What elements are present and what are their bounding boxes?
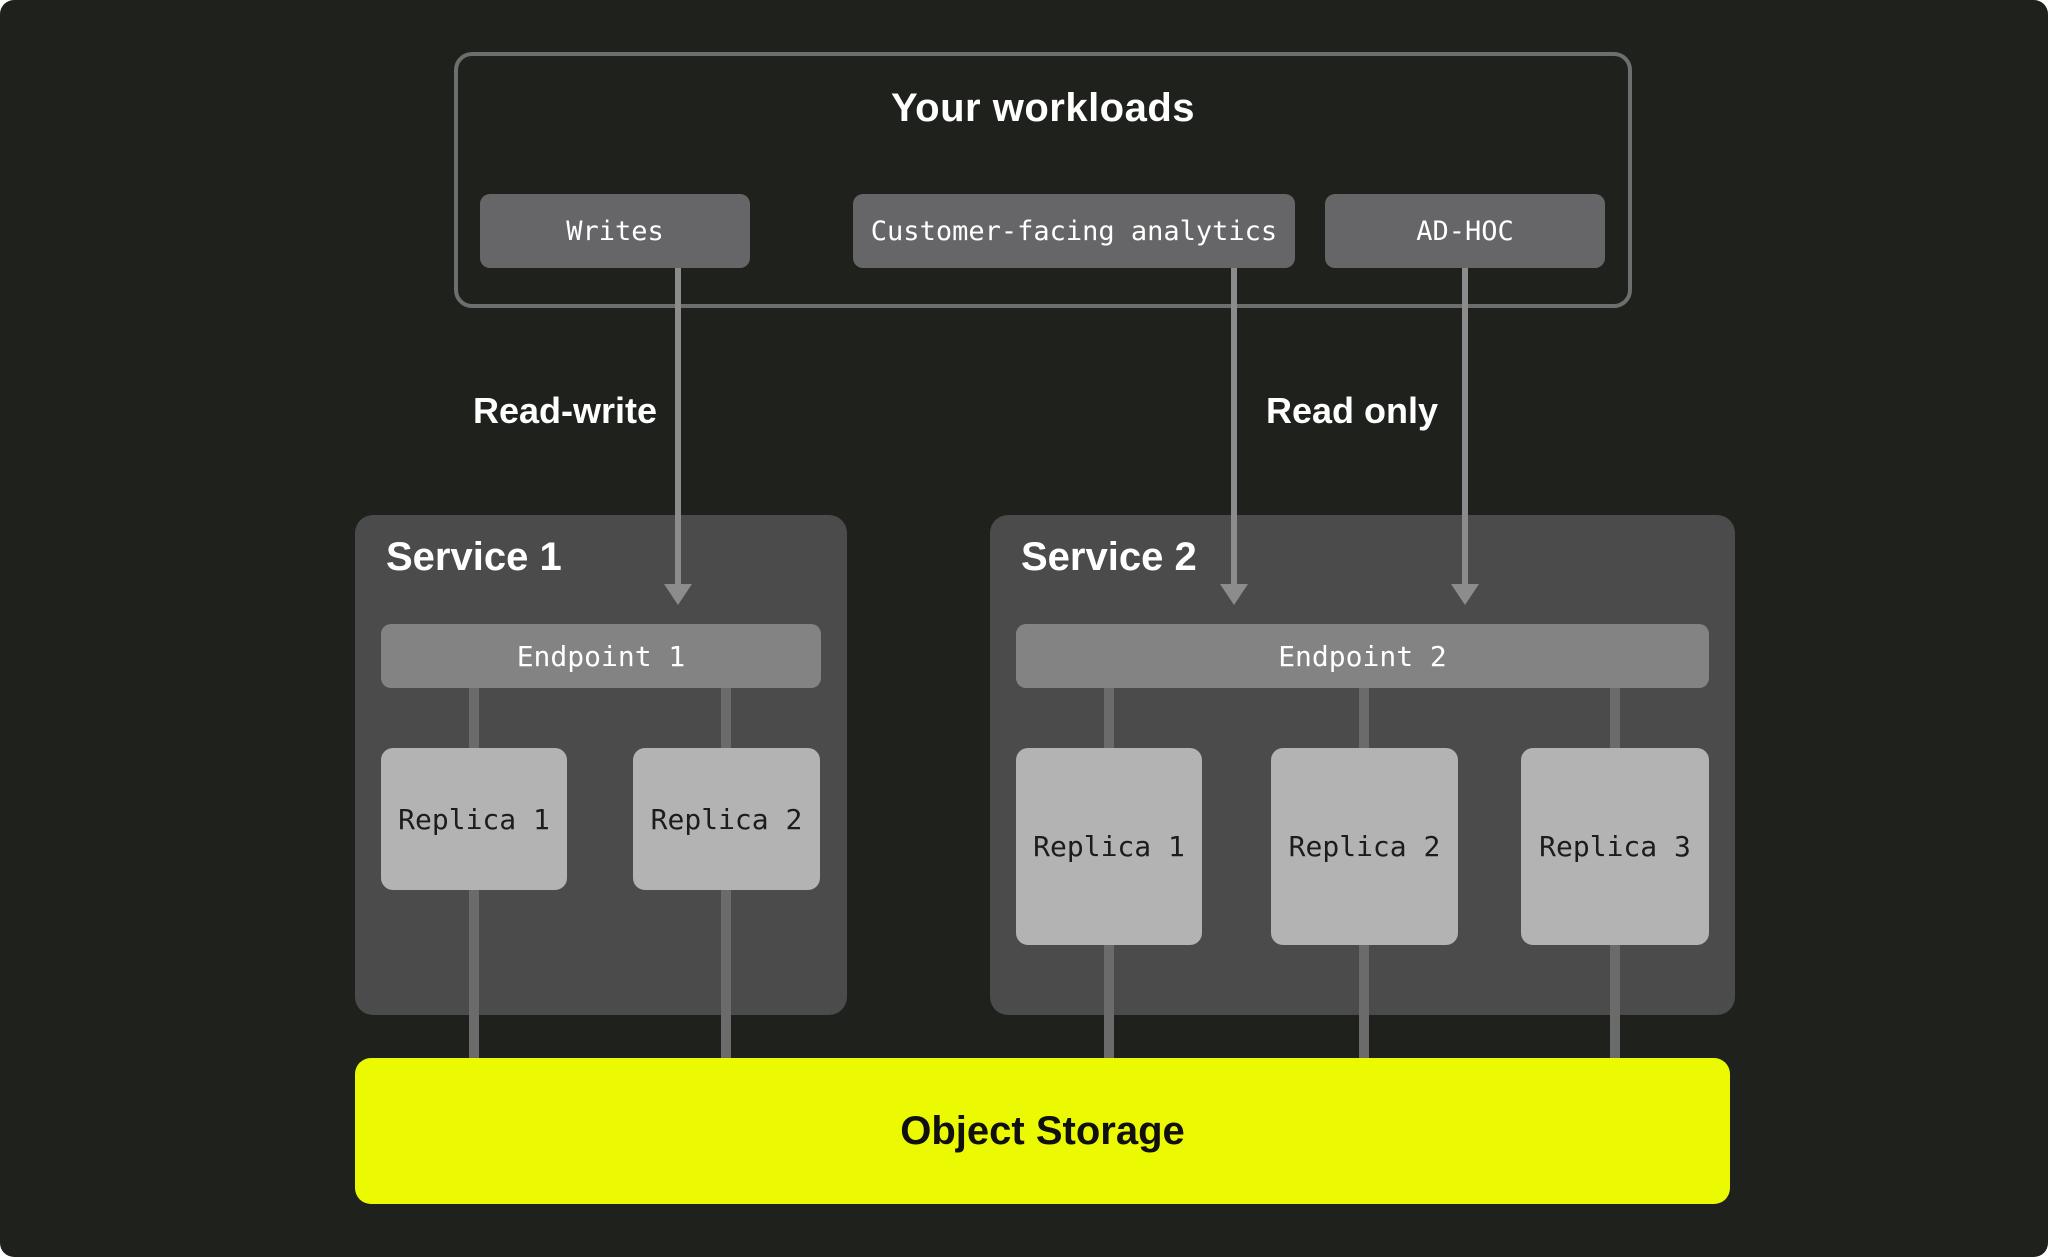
workload-chip-analytics-label: Customer-facing analytics — [870, 215, 1278, 247]
connector-endpoint2-replica3 — [1610, 688, 1620, 748]
read-write-label: Read-write — [472, 390, 657, 431]
service-2-replica-1: Replica 1 — [1016, 748, 1202, 945]
service-1-replica-2-label: Replica 2 — [650, 802, 803, 836]
connector-s2-replica3-storage — [1610, 945, 1620, 1058]
service-1-replica-1-label: Replica 1 — [398, 802, 550, 836]
endpoint-2-label: Endpoint 2 — [1278, 639, 1447, 673]
service-2-replica-3: Replica 3 — [1521, 748, 1709, 945]
connector-endpoint2-replica1 — [1104, 688, 1114, 748]
service-1-replica-2: Replica 2 — [633, 748, 820, 890]
workload-chip-customer-facing-analytics: Customer-facing analytics — [853, 194, 1295, 268]
workload-chip-writes: Writes — [480, 194, 750, 268]
arrow-adhoc-to-endpoint2-line — [1462, 268, 1468, 588]
workloads-title: Your workloads — [890, 86, 1196, 130]
read-only-label: Read only — [1266, 390, 1439, 431]
connector-s2-replica1-storage — [1104, 945, 1114, 1058]
service-2-replica-2-label: Replica 2 — [1288, 830, 1441, 863]
service-2-replica-1-label: Replica 1 — [1033, 830, 1185, 863]
service-1-title: Service 1 — [386, 535, 562, 579]
endpoint-2-bar: Endpoint 2 — [1016, 624, 1709, 688]
service-1-replica-1: Replica 1 — [381, 748, 567, 890]
arrow-analytics-to-endpoint2-head-icon — [1220, 584, 1248, 605]
arrow-adhoc-to-endpoint2-head-icon — [1451, 584, 1479, 605]
connector-s1-replica2-storage — [721, 890, 731, 1058]
workload-chip-adhoc-label: AD-HOC — [1416, 215, 1514, 247]
object-storage-label: Object Storage — [900, 1108, 1185, 1153]
connector-endpoint1-replica1 — [469, 688, 479, 748]
arrow-writes-to-endpoint1-line — [675, 268, 681, 588]
arrow-writes-to-endpoint1-head-icon — [664, 584, 692, 605]
workload-chip-adhoc: AD-HOC — [1325, 194, 1605, 268]
service-2-replica-3-label: Replica 3 — [1539, 830, 1691, 863]
object-storage-bar: Object Storage — [355, 1058, 1730, 1204]
connector-s2-replica2-storage — [1359, 945, 1369, 1058]
endpoint-1-label: Endpoint 1 — [516, 639, 686, 673]
connector-s1-replica1-storage — [469, 890, 479, 1058]
endpoint-1-bar: Endpoint 1 — [381, 624, 821, 688]
arrow-analytics-to-endpoint2-line — [1231, 268, 1237, 588]
workloads-group-box — [454, 52, 1632, 308]
connector-endpoint2-replica2 — [1359, 688, 1369, 748]
service-2-replica-2: Replica 2 — [1271, 748, 1458, 945]
connector-endpoint1-replica2 — [721, 688, 731, 748]
workload-chip-writes-label: Writes — [566, 215, 664, 247]
service-2-title: Service 2 — [1021, 535, 1197, 579]
